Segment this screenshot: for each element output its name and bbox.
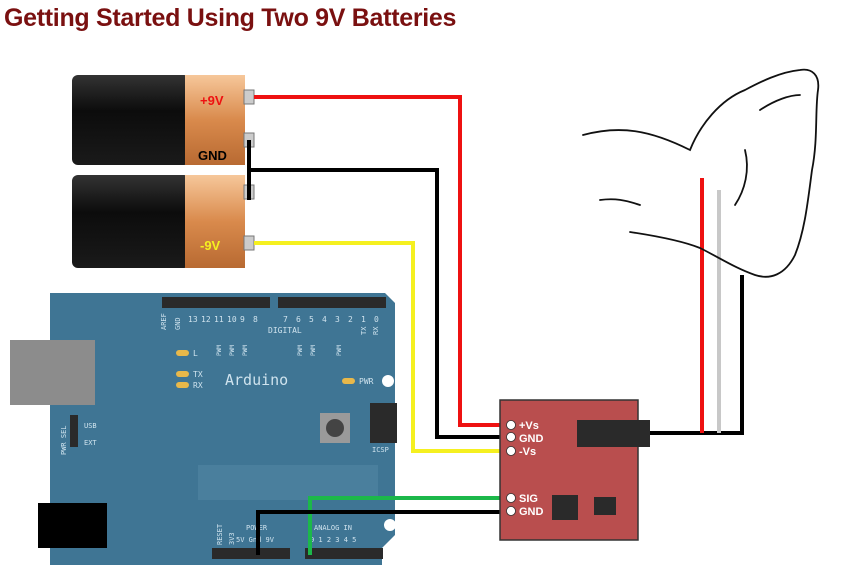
pwr-sel-jumper	[70, 415, 78, 447]
gnd-wire	[249, 168, 508, 439]
ext-label: EXT	[84, 439, 97, 447]
icsp-header	[370, 403, 397, 443]
microcontroller	[198, 465, 378, 500]
pin-vs-pos	[506, 420, 516, 430]
pwm-label: PWM	[336, 345, 343, 356]
muscle-sensor-board: +Vs GND -Vs SIG GND	[499, 399, 650, 541]
digital-pin-label: 5	[309, 315, 314, 324]
digital-pin-label: 8	[253, 315, 258, 324]
digital-pin-label: 10	[227, 315, 237, 324]
gnd-battery-label: GND	[198, 148, 227, 163]
power-jack	[38, 503, 107, 548]
green-sig-wire	[308, 496, 508, 555]
flexed-arm-icon	[582, 68, 820, 278]
pwm-label: PWM	[310, 345, 317, 356]
led-l	[176, 350, 189, 356]
page-title: Getting Started Using Two 9V Batteries	[4, 4, 457, 32]
led-tx	[176, 371, 189, 377]
pwm-label: PWM	[297, 345, 304, 356]
digital-pin-label: 6	[296, 315, 301, 324]
pin-label: +Vs	[519, 420, 539, 432]
pwm-label: PWM	[242, 345, 249, 356]
digital-pin-label: 0	[374, 315, 379, 324]
rx-pin-label: RX	[372, 326, 380, 335]
neg-9v-label: -9V	[200, 238, 221, 253]
digital-pin-label: 11	[214, 315, 224, 324]
pwm-label: PWM	[216, 345, 223, 356]
analog-pins-label: 0 1 2 3 4 5	[310, 536, 356, 544]
led-rx	[176, 382, 189, 388]
digital-pin-label: 1	[361, 315, 366, 324]
usb-connector	[10, 340, 95, 405]
pin-vs-neg	[506, 446, 516, 456]
led-rx-label: RX	[193, 381, 203, 390]
yellow-wire	[254, 241, 508, 453]
reset-label: RESET	[216, 523, 224, 545]
pin-label: SIG	[519, 493, 538, 505]
pwm-label: PWM	[229, 345, 236, 356]
pin-gnd	[506, 432, 516, 442]
digital-pin-label: 12	[201, 315, 211, 324]
pin-sig	[506, 493, 516, 503]
electrode-cable	[650, 275, 744, 435]
power-header	[212, 548, 290, 559]
analog-header	[305, 548, 383, 559]
tx-pin-label: TX	[360, 326, 368, 335]
pin-label: GND	[519, 433, 544, 445]
digital-pin-label: 13	[188, 315, 198, 324]
pwr-sel-label: PWR SEL	[60, 425, 68, 455]
aref-label: AREF	[160, 313, 168, 330]
digital-pin-label: 3	[335, 315, 340, 324]
black-gnd-wire	[256, 510, 508, 555]
pin-label: -Vs	[519, 446, 536, 458]
analog-in-label: ANALOG IN	[314, 524, 352, 532]
digital-pin-label: 4	[322, 315, 327, 324]
gnd-label: GND	[174, 317, 182, 330]
led-pwr	[342, 378, 355, 384]
led-l-label: L	[193, 349, 198, 358]
led-tx-label: TX	[193, 370, 203, 379]
digital-header-high	[162, 297, 270, 308]
red-wire	[254, 95, 508, 427]
digital-label: DIGITAL	[268, 326, 302, 335]
arduino-logo-text: Arduino	[225, 371, 288, 389]
power-pins-label: 5V Gnd 9V	[236, 536, 275, 544]
battery-bottom: -9V	[72, 175, 255, 268]
pin-gnd-2	[506, 506, 516, 516]
battery-top: +9V GND	[72, 75, 255, 165]
pwr-label: PWR	[359, 377, 374, 386]
pin-label: GND	[519, 506, 544, 518]
usb-label: USB	[84, 422, 97, 430]
pos-9v-label: +9V	[200, 93, 224, 108]
arduino-board: Arduino DIGITAL L TX RX PWR USB EXT ICSP…	[10, 293, 397, 565]
3v3-label: 3V3	[228, 532, 236, 545]
icsp-label: ICSP	[372, 446, 389, 454]
digital-pin-label: 7	[283, 315, 288, 324]
digital-header-low	[278, 297, 386, 308]
digital-pin-label: 2	[348, 315, 353, 324]
digital-pin-label: 9	[240, 315, 245, 324]
electrode-connector	[577, 420, 650, 447]
